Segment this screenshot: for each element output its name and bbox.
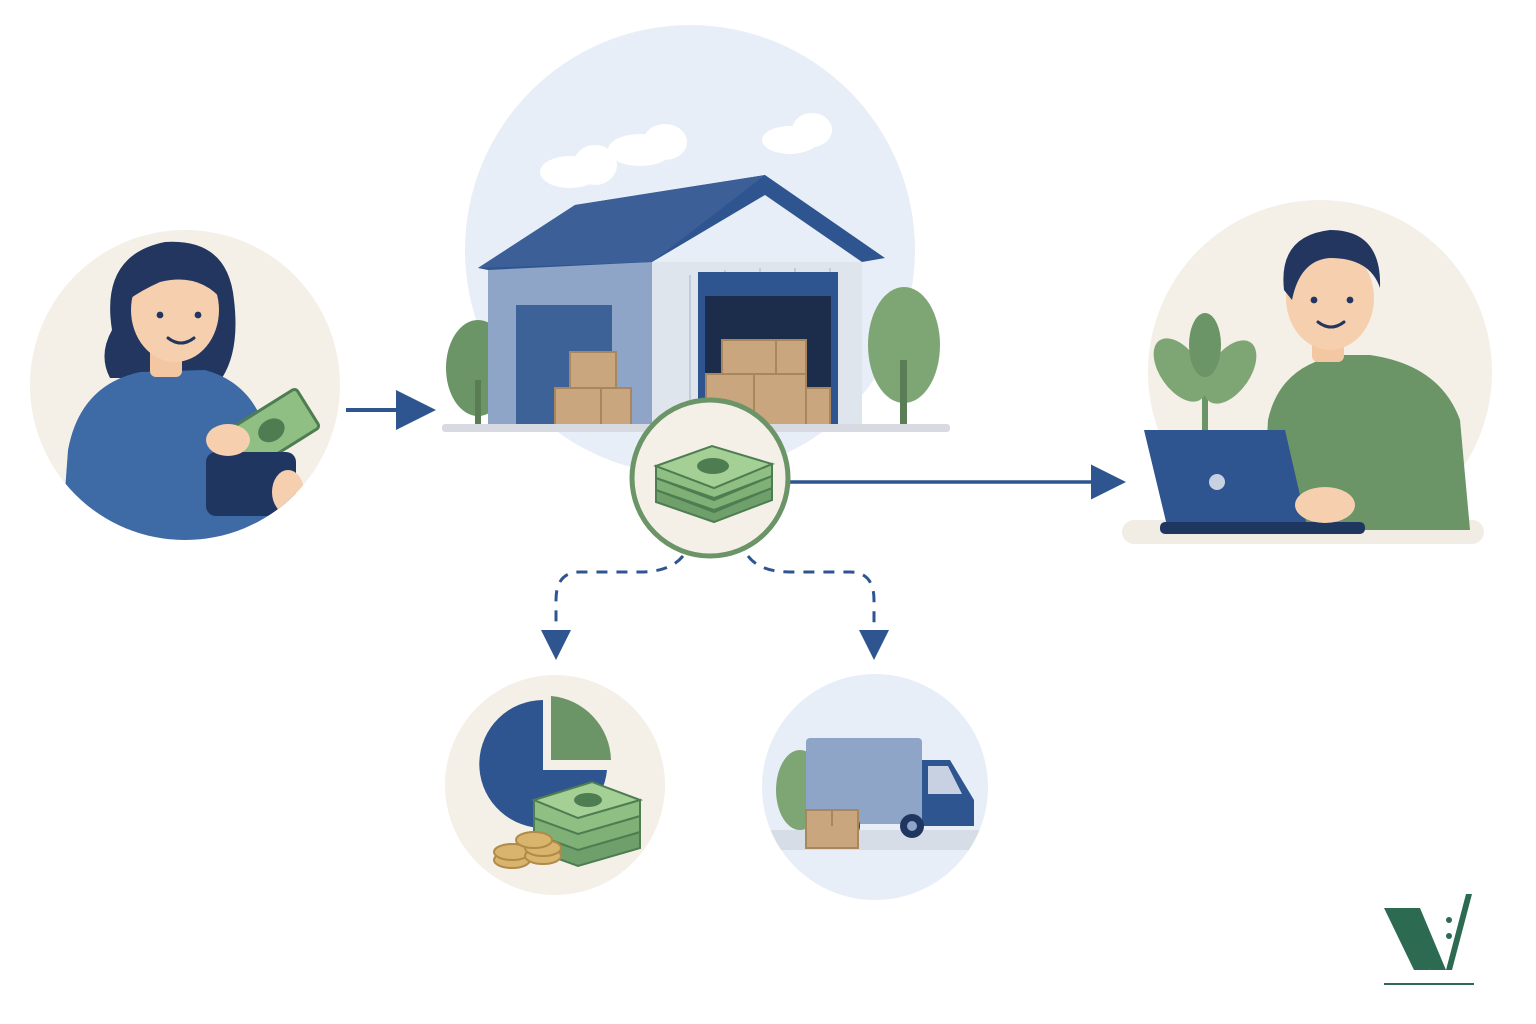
customer-node (30, 230, 340, 540)
warehouse-node (442, 25, 950, 475)
warehouse-icon (442, 113, 950, 432)
pie-chart-money-icon (479, 696, 644, 869)
edges (346, 390, 1126, 660)
seller-node (1122, 200, 1492, 544)
payment-node (629, 397, 791, 559)
shipping-node (762, 674, 988, 900)
seller-laptop-icon (1122, 230, 1484, 544)
edge-payment-to-fees (541, 555, 685, 660)
cash-stack-icon (653, 444, 775, 524)
fees-node (445, 675, 665, 895)
edge-payment-to-shipping (746, 555, 889, 660)
brand-logo-icon (1384, 894, 1474, 985)
delivery-truck-icon (762, 738, 988, 850)
customer-paying-icon (60, 241, 321, 540)
